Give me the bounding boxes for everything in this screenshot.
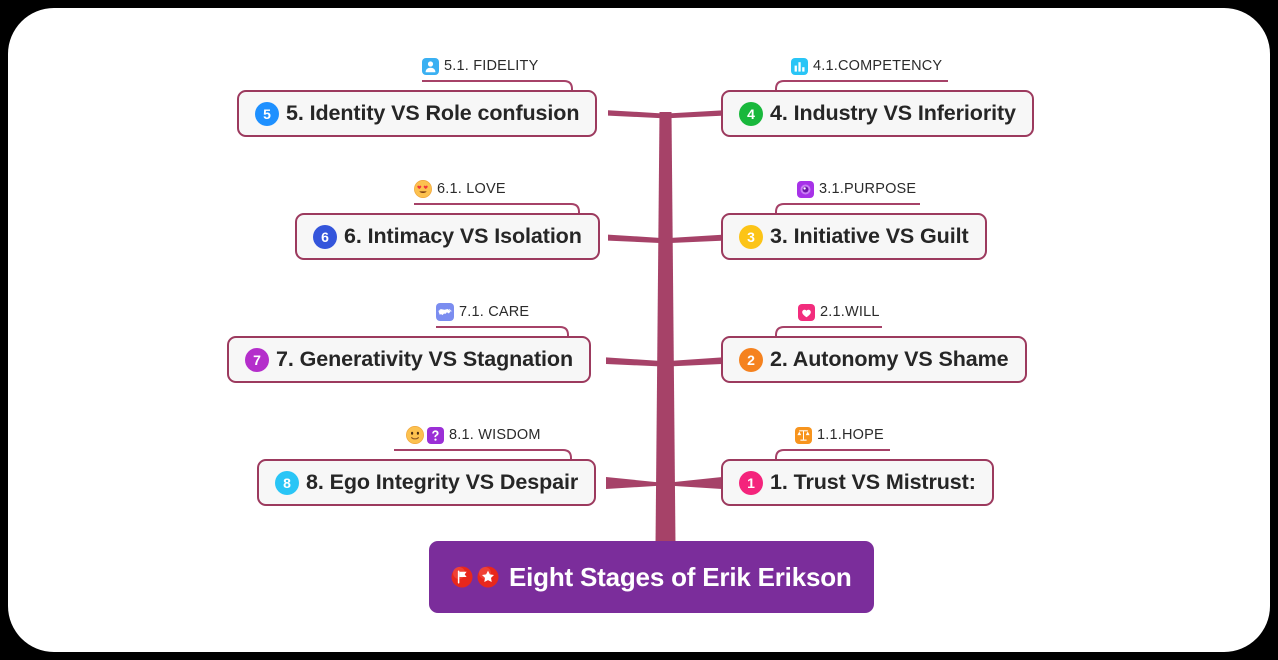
stage-badge-3: 3 [739, 224, 763, 249]
sublabel-stem-8 [394, 449, 572, 467]
sublabel-5: 5.1. FIDELITY [422, 56, 538, 76]
node-label: 6. Intimacy VS Isolation [344, 224, 582, 248]
sublabel-stem-4 [775, 80, 948, 98]
node-stage-5[interactable]: 5 5. Identity VS Role confusion [237, 90, 598, 137]
node-label: 7. Generativity VS Stagnation [276, 347, 573, 371]
node-label: 4. Industry VS Inferiority [770, 101, 1016, 125]
node-stage-7[interactable]: 7 7. Generativity VS Stagnation [227, 336, 591, 383]
heart-eyes-emoji-icon [414, 180, 432, 198]
stage-badge-6: 6 [313, 224, 337, 249]
handshake-icon [436, 303, 454, 321]
sublabel-text: 4.1.COMPETENCY [813, 58, 943, 74]
pink-heart-box-icon [798, 303, 815, 321]
trunk-stem [655, 112, 676, 545]
sublabel-stem-6 [414, 203, 580, 221]
node-label: 1. Trust VS Mistrust: [770, 470, 976, 494]
stage-badge-8: 8 [275, 470, 299, 495]
sublabel-stem-5 [422, 80, 573, 98]
branch-row1 [608, 110, 724, 119]
stage-badge-1: 1 [739, 470, 763, 495]
root-label: Eight Stages of Erik Erikson [509, 561, 852, 592]
branch-row3 [606, 357, 722, 367]
node-label: 8. Ego Integrity VS Despair [306, 470, 579, 494]
sublabel-2: 2.1.WILL [798, 302, 880, 322]
sublabel-7: 7.1. CARE [436, 302, 529, 322]
sublabel-stem-2 [775, 326, 882, 344]
sublabel-stem-7 [436, 326, 569, 344]
root-node[interactable]: Eight Stages of Erik Erikson [429, 541, 874, 613]
orange-scales-icon [795, 426, 812, 444]
purple-spiral-icon [797, 180, 814, 198]
red-flag-icon [451, 566, 473, 588]
sublabel-text: 5.1. FIDELITY [444, 58, 539, 74]
bar-chart-icon [791, 57, 808, 75]
sublabel-stem-3 [775, 203, 920, 221]
sublabel-8: 8.1. WISDOM [406, 425, 541, 445]
sublabel-stem-1 [775, 449, 890, 467]
node-stage-2[interactable]: 2 2. Autonomy VS Shame [721, 336, 1027, 383]
node-stage-1[interactable]: 1 1. Trust VS Mistrust: [721, 459, 994, 506]
sublabel-1: 1.1.HOPE [795, 425, 884, 445]
branch-row4 [606, 477, 722, 489]
node-stage-8[interactable]: 8 8. Ego Integrity VS Despair [257, 459, 597, 506]
red-star-icon [477, 566, 499, 588]
sublabel-6: 6.1. LOVE [414, 179, 506, 199]
stage-badge-5: 5 [255, 101, 279, 126]
sublabel-text: 7.1. CARE [459, 304, 530, 320]
node-stage-3[interactable]: 3 3. Initiative VS Guilt [721, 213, 987, 260]
node-label: 5. Identity VS Role confusion [286, 101, 580, 125]
sublabel-text: 3.1.PURPOSE [819, 181, 917, 197]
node-label: 3. Initiative VS Guilt [770, 224, 969, 248]
sublabel-text: 2.1.WILL [820, 304, 880, 320]
connector-layer [394, 80, 948, 545]
node-stage-4[interactable]: 4 4. Industry VS Inferiority [721, 90, 1034, 137]
sublabel-3: 3.1.PURPOSE [797, 179, 916, 199]
smiling-face-emoji-icon [406, 426, 424, 444]
sublabel-text: 1.1.HOPE [817, 427, 884, 443]
stage-badge-7: 7 [245, 347, 269, 372]
mindmap-canvas: 5.1. FIDELITY 6.1. LOVE 7.1. CARE [8, 8, 1270, 652]
stage-badge-4: 4 [739, 101, 763, 126]
sublabel-4: 4.1.COMPETENCY [791, 56, 942, 76]
branch-row2 [608, 234, 724, 244]
node-label: 2. Autonomy VS Shame [770, 347, 1009, 371]
person-badge-icon [422, 57, 439, 75]
purple-question-box-icon [427, 426, 444, 444]
sublabel-text: 8.1. WISDOM [449, 427, 541, 443]
sublabel-text: 6.1. LOVE [437, 181, 506, 197]
node-stage-6[interactable]: 6 6. Intimacy VS Isolation [295, 213, 600, 260]
stage-badge-2: 2 [739, 347, 763, 372]
